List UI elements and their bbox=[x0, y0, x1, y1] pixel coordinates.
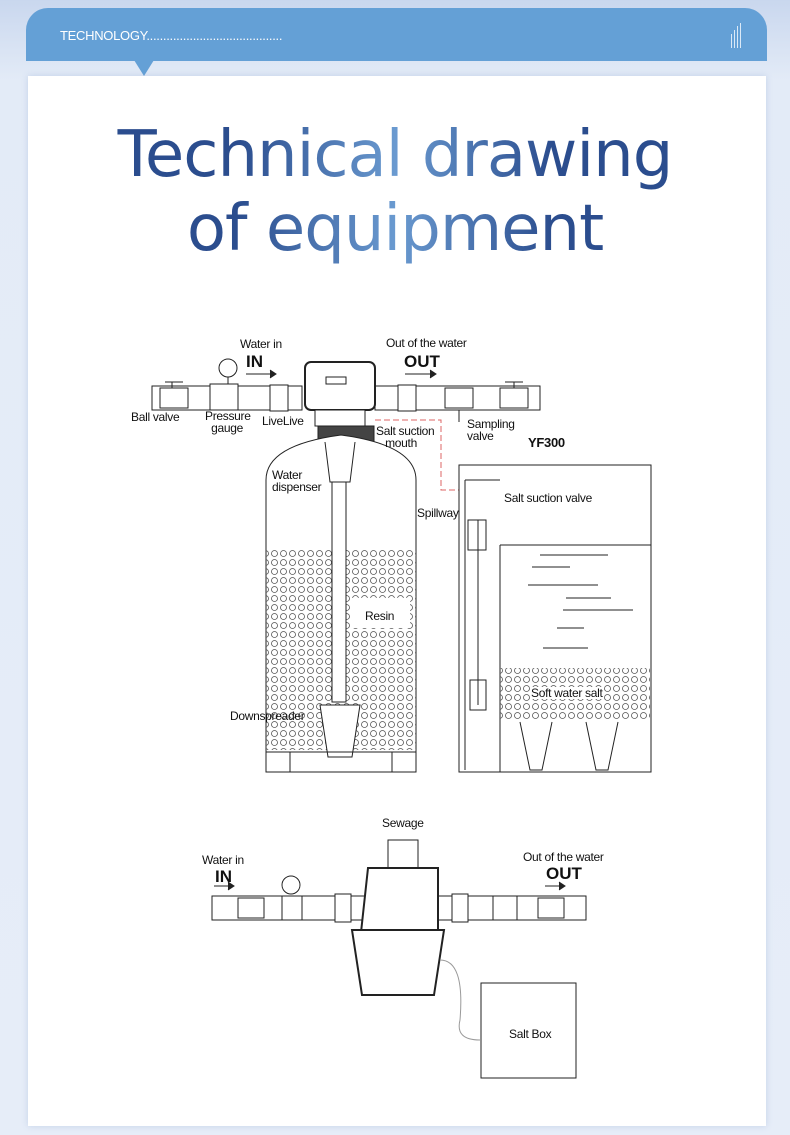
label-ball-valve: Ball valve bbox=[131, 410, 180, 424]
label-water-out-2: Out of the water bbox=[523, 850, 604, 864]
label-water-out: Out of the water bbox=[386, 336, 467, 350]
label-out: OUT bbox=[404, 352, 440, 371]
label-live: LiveLive bbox=[262, 414, 304, 428]
label-salt-box: Salt Box bbox=[509, 1027, 552, 1041]
label-soft-water-salt: Soft water salt bbox=[531, 686, 603, 700]
label-water-in-2: Water in bbox=[202, 853, 244, 867]
banner-pointer bbox=[134, 60, 154, 76]
section-banner: TECHNOLOGY..............................… bbox=[26, 8, 767, 61]
label-pressure-gauge: Pressure gauge bbox=[205, 409, 251, 435]
banner-label: TECHNOLOGY..............................… bbox=[60, 28, 283, 43]
page-title-line1: Technical drawing bbox=[0, 116, 790, 194]
label-in: IN bbox=[246, 352, 263, 371]
label-sewage: Sewage bbox=[382, 816, 424, 830]
inlet-pipe bbox=[151, 358, 541, 422]
label-water-in: Water in bbox=[240, 337, 282, 351]
signal-bars-icon bbox=[731, 23, 741, 48]
label-in-2: IN bbox=[215, 867, 232, 886]
label-salt-suction-mouth: Salt suction mouth bbox=[376, 424, 435, 450]
label-model: YF300 bbox=[528, 435, 565, 450]
label-resin: Resin bbox=[365, 609, 395, 623]
label-out-2: OUT bbox=[546, 864, 582, 883]
page-title-line2: of equipment bbox=[0, 190, 790, 268]
label-downspreader: Downspreader bbox=[230, 709, 305, 723]
label-salt-suction-valve: Salt suction valve bbox=[504, 491, 592, 505]
label-spillway: Spillway bbox=[417, 506, 459, 520]
